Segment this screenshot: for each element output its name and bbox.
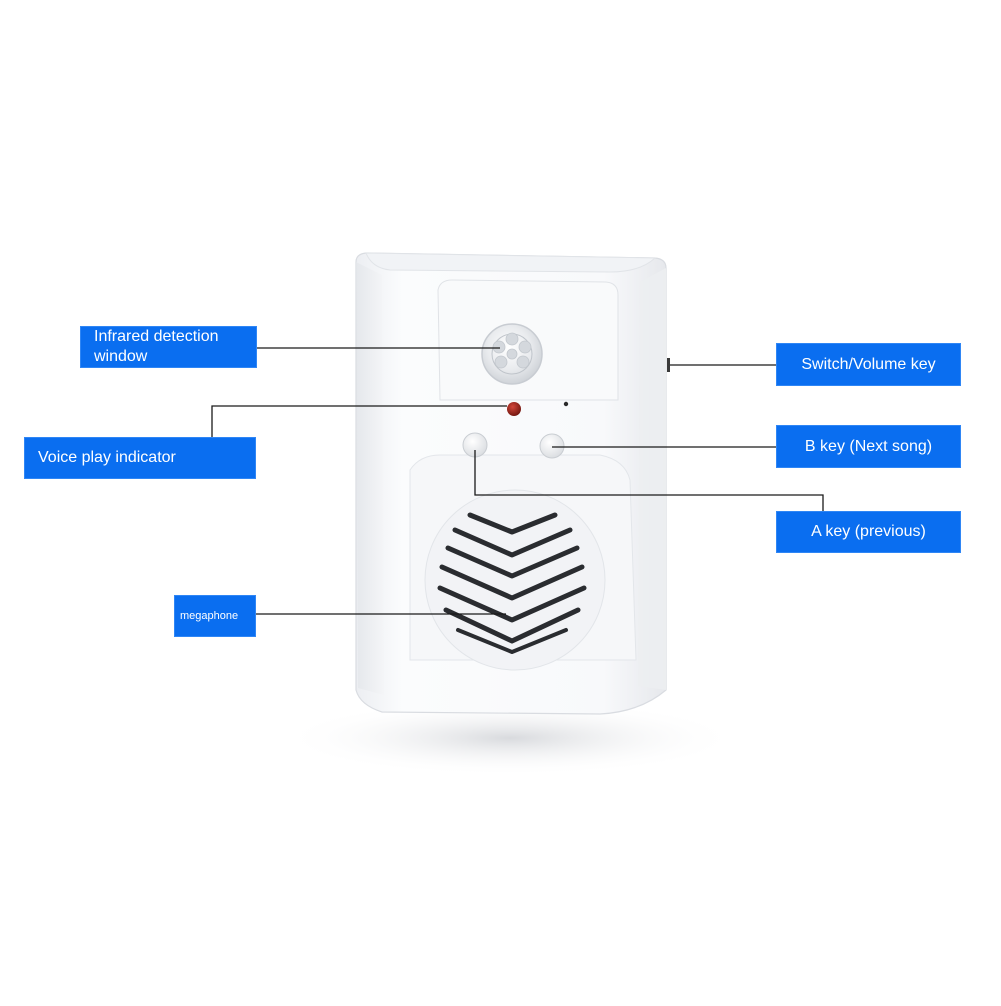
device-top-face: [365, 252, 657, 273]
label-megaphone: megaphone: [174, 595, 256, 637]
label-voice-play-indicator: Voice play indicator: [24, 437, 256, 479]
speaker-grille: [424, 489, 606, 671]
label-b-key: B key (Next song): [776, 425, 961, 468]
infrared-lens: [481, 323, 543, 385]
label-switch-volume-key: Switch/Volume key: [776, 343, 961, 386]
label-a-key: A key (previous): [776, 511, 961, 553]
device-right-bevel: [638, 268, 666, 690]
speaker-slots: [437, 512, 587, 654]
leader-a-key: [474, 450, 824, 511]
device-shadow: [280, 700, 740, 776]
leader-voice-indicator: [211, 405, 507, 437]
label-infrared-detection-window: Infrared detection window: [80, 326, 257, 368]
mic-hole: [563, 401, 569, 407]
side-switch[interactable]: [667, 358, 670, 372]
leader-lines: [211, 347, 824, 615]
b-key-button[interactable]: [539, 433, 565, 459]
device-left-bevel: [356, 262, 384, 695]
voice-indicator-led: [507, 402, 521, 416]
